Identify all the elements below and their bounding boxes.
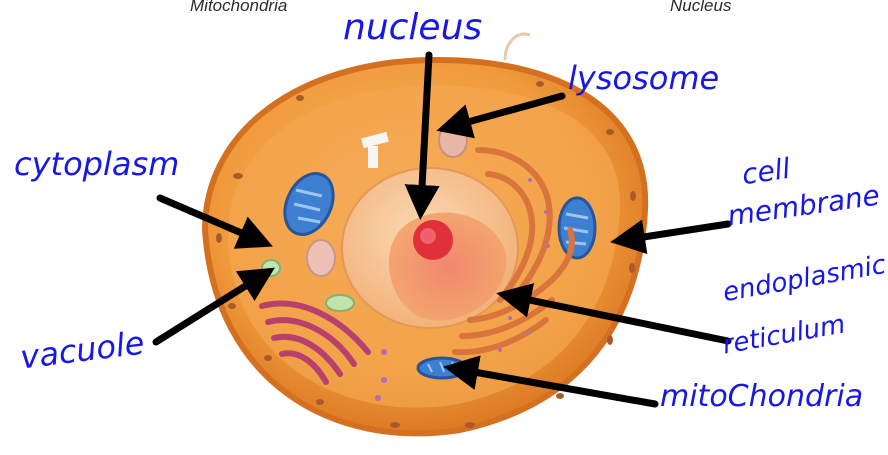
label-cytoplasm: cytoplasm [14, 148, 179, 180]
nucleus [342, 168, 518, 328]
label-nucleus: nucleus [343, 10, 482, 46]
label-mitochondria: mitoChondria [660, 382, 863, 412]
cell-tail [505, 34, 530, 60]
label-cell: cell [740, 155, 792, 189]
vacuole-2 [326, 295, 354, 311]
mitochondrion-right [559, 198, 595, 258]
label-lysosome: lysosome [568, 62, 719, 94]
vesicle [307, 240, 335, 276]
